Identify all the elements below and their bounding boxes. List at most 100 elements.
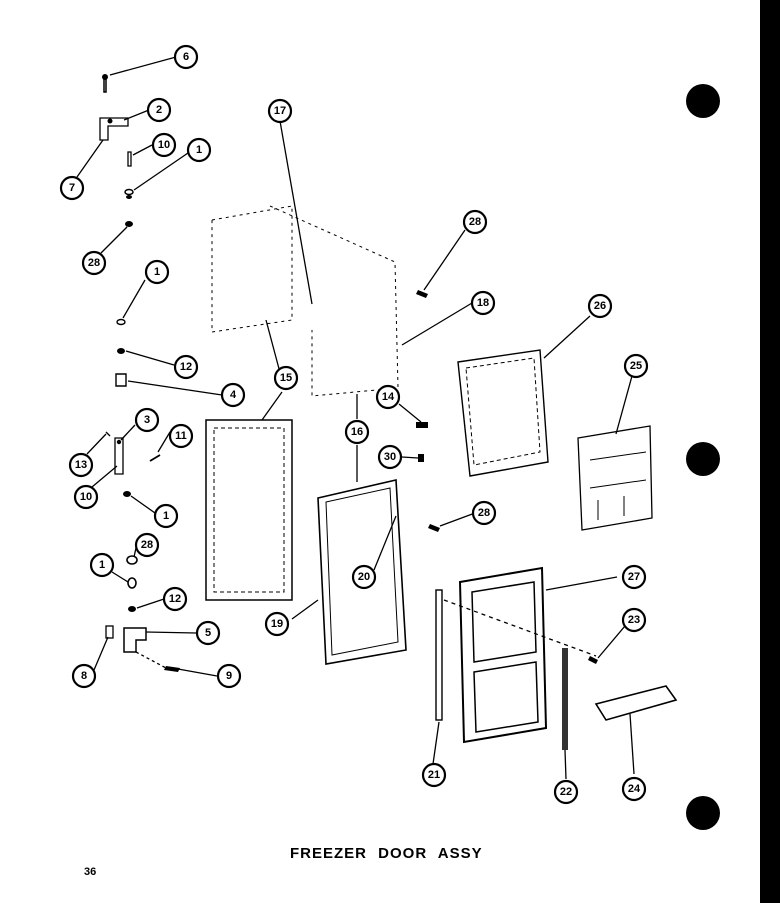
callout-20: 20 [351, 564, 377, 590]
callout-circle [134, 532, 160, 558]
part-hinge-bracket [99, 117, 129, 141]
callout-17: 17 [267, 98, 293, 124]
callout-circle [621, 607, 647, 633]
callout-19: 19 [264, 611, 290, 637]
callout-circle [553, 779, 579, 805]
callout-circle [273, 365, 299, 391]
callout-label: 14 [382, 391, 395, 403]
callout-label: 23 [628, 614, 640, 626]
callout-label: 17 [274, 105, 286, 117]
callout-1: 1 [186, 137, 212, 163]
diagram-caption: FREEZER DOOR ASSY [290, 845, 483, 862]
callout-label: 10 [158, 139, 170, 151]
callout-9: 9 [216, 663, 242, 689]
callout-label: 28 [88, 257, 100, 269]
callout-label: 20 [358, 571, 370, 583]
callout-circle [151, 132, 177, 158]
callout-25: 25 [623, 353, 649, 379]
part-freezer-door-lower [473, 661, 539, 733]
callout-5: 5 [195, 620, 221, 646]
callout-label: 30 [384, 451, 396, 463]
part-screw [418, 454, 424, 462]
callout-26: 26 [587, 293, 613, 319]
callout-circle [144, 259, 170, 285]
callout-8: 8 [71, 663, 97, 689]
callout-circle [68, 452, 94, 478]
callout-label: 21 [428, 769, 440, 781]
callout-27: 27 [621, 564, 647, 590]
callout-10: 10 [73, 484, 99, 510]
part-inner-panel-2 [269, 205, 399, 397]
callout-label: 27 [628, 571, 640, 583]
callout-circle [621, 776, 647, 802]
part-door-inner-panel [457, 349, 549, 477]
callout-label: 11 [175, 430, 187, 442]
callout-23: 23 [621, 607, 647, 633]
callout-label: 26 [594, 300, 606, 312]
callout-circle [186, 137, 212, 163]
callout-label: 28 [141, 539, 153, 551]
callout-label: 1 [163, 510, 169, 522]
part-washer [123, 491, 131, 497]
part-washer [127, 577, 137, 589]
callout-circle [162, 586, 188, 612]
hinge-hardware [99, 74, 180, 672]
part-door-bin [594, 685, 678, 721]
callout-circle [89, 552, 115, 578]
part-door-liner-inner [325, 487, 399, 656]
callout-label: 28 [478, 507, 490, 519]
callout-28: 28 [81, 250, 107, 276]
callout-circle [59, 175, 85, 201]
callout-10: 10 [151, 132, 177, 158]
callout-label: 1 [196, 144, 202, 156]
part-washer [116, 318, 126, 326]
callout-label: 19 [271, 618, 283, 630]
callout-4: 4 [220, 382, 246, 408]
callout-circle [220, 382, 246, 408]
part-nut [117, 348, 125, 354]
callout-12: 12 [173, 354, 199, 380]
callout-2: 2 [146, 97, 172, 123]
callout-circle [153, 503, 179, 529]
part-nut [107, 118, 113, 124]
callout-14: 14 [375, 384, 401, 410]
part-screw-head [102, 74, 108, 80]
callout-label: 10 [80, 491, 92, 503]
callout-label: 24 [628, 783, 641, 795]
callout-28: 28 [134, 532, 160, 558]
part-door-trim-right [562, 648, 568, 750]
part-screw [416, 290, 428, 298]
callout-12: 12 [162, 586, 188, 612]
callout-circle [173, 44, 199, 70]
callout-circle [73, 484, 99, 510]
callout-18: 18 [470, 290, 496, 316]
part-pin [116, 439, 122, 445]
callout-label: 12 [169, 593, 181, 605]
callout-circle [168, 423, 194, 449]
part-hinge-assembly [114, 437, 124, 475]
binder-hole [686, 84, 720, 118]
part-shim [105, 625, 114, 639]
callout-circle [173, 354, 199, 380]
callout-circle [351, 564, 377, 590]
callout-label: 28 [469, 216, 481, 228]
callout-circle [621, 564, 647, 590]
callout-21: 21 [421, 762, 447, 788]
leader-lines [76, 56, 635, 780]
callout-circle [81, 250, 107, 276]
callout-circle [471, 500, 497, 526]
part-door-inner-panel-inner [465, 357, 541, 466]
part-door-gasket-frame [205, 419, 293, 601]
callout-circle [587, 293, 613, 319]
part-washer [124, 188, 134, 196]
part-hinge-pin [127, 151, 132, 167]
part-screw [428, 524, 440, 532]
door-panels [205, 205, 678, 750]
part-handle-bracket [416, 422, 428, 428]
part-bushing [125, 221, 133, 227]
part-nut [128, 606, 136, 612]
callout-label: 18 [477, 297, 489, 309]
callout-circle [344, 419, 370, 445]
